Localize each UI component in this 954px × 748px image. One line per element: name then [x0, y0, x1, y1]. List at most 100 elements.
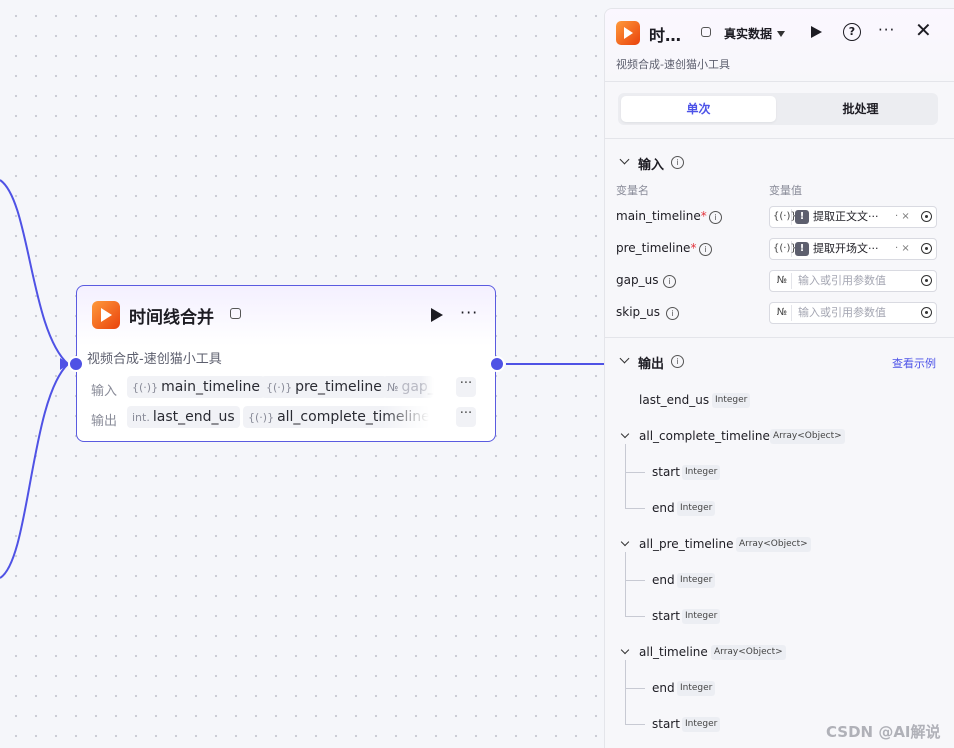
- data-mode-select[interactable]: 真实数据: [724, 27, 773, 41]
- panel-subtitle: 视频合成-速创猫小工具: [616, 58, 730, 71]
- chevron-down-icon[interactable]: [619, 154, 630, 165]
- tree-line: [625, 552, 626, 616]
- variable-picker-icon[interactable]: [921, 275, 932, 286]
- info-icon[interactable]: i: [671, 156, 684, 169]
- run-mode-tabs: 单次 批处理: [618, 93, 938, 125]
- watermark: CSDN @AI解说: [826, 723, 941, 741]
- type-tag: Array<Object>: [770, 429, 845, 444]
- workflow-node-card[interactable]: 时间线合并 ··· 视频合成-速创猫小工具 输入 {(·)}main_timel…: [76, 285, 496, 442]
- param-name: pre_timeline*: [616, 241, 697, 255]
- node-input-port[interactable]: [68, 356, 84, 372]
- chevron-down-icon[interactable]: [619, 353, 630, 364]
- column-header-value: 变量值: [769, 184, 802, 197]
- node-output-port[interactable]: [489, 356, 505, 372]
- type-tag: Array<Object>: [711, 645, 786, 660]
- clear-icon[interactable]: · ×: [895, 243, 910, 254]
- plugin-badge-icon: [230, 308, 241, 319]
- object-type-icon: {(·)}: [773, 209, 797, 225]
- node-subtitle: 视频合成-速创猫小工具: [87, 352, 222, 367]
- output-field-name: all_timeline: [639, 645, 708, 659]
- node-output-label: 输出: [91, 414, 118, 429]
- param-value-field[interactable]: {(·)} ! 提取正文文··· · ×: [769, 206, 937, 228]
- view-example-link[interactable]: 查看示例: [892, 357, 936, 370]
- param-value-field[interactable]: № 输入或引用参数值: [769, 302, 937, 324]
- output-field-name: all_complete_timeline: [639, 429, 770, 443]
- close-icon[interactable]: ✕: [915, 18, 932, 42]
- variable-picker-icon[interactable]: [921, 307, 932, 318]
- plugin-badge-icon: [701, 27, 711, 37]
- node-input-label: 输入: [91, 384, 118, 399]
- object-type-icon: {(·)}: [248, 411, 275, 424]
- type-tag: Array<Object>: [736, 537, 811, 552]
- incoming-edge-top[interactable]: [0, 179, 69, 365]
- info-icon[interactable]: i: [666, 307, 679, 320]
- number-type-icon: №: [773, 305, 792, 321]
- help-icon[interactable]: ?: [843, 23, 861, 41]
- info-icon[interactable]: i: [671, 355, 684, 368]
- panel-header: 时… 真实数据 ? ··· ✕ 视频合成-速创猫小工具: [605, 9, 954, 82]
- output-child-name: start: [652, 609, 680, 623]
- video-plugin-icon: [616, 21, 640, 45]
- type-tag: Integer: [682, 465, 721, 480]
- info-icon[interactable]: i: [709, 211, 722, 224]
- test-run-panel: 时… 真实数据 ? ··· ✕ 视频合成-速创猫小工具 单次 批处理 输入 i …: [604, 8, 954, 748]
- input-section-title: 输入: [638, 158, 665, 173]
- variable-picker-icon[interactable]: [921, 243, 932, 254]
- warning-icon: !: [795, 210, 809, 224]
- clear-icon[interactable]: · ×: [895, 211, 910, 222]
- column-header-name: 变量名: [616, 184, 649, 197]
- chevron-down-icon[interactable]: [620, 429, 630, 439]
- number-type-icon: №: [773, 273, 792, 289]
- output-field-name: all_pre_timeline: [639, 537, 734, 551]
- node-outputs-more-button[interactable]: ···: [456, 407, 476, 427]
- tree-branch: [625, 472, 645, 473]
- output-child-name: start: [652, 465, 680, 479]
- node-output-chip: {(·)}all_complete_timeline: [243, 406, 429, 428]
- output-field-name: last_end_us: [639, 393, 710, 407]
- output-child-name: end: [652, 501, 675, 515]
- param-name: skip_us: [616, 305, 661, 319]
- output-child-name: start: [652, 717, 680, 731]
- number-type-icon: №: [387, 381, 399, 394]
- more-button[interactable]: ···: [878, 21, 896, 39]
- incoming-edge-bottom[interactable]: [0, 363, 69, 579]
- node-input-chip: {(·)}pre_timeline: [261, 376, 387, 398]
- node-input-chip: {(·)}main_timeline: [127, 376, 265, 398]
- warning-icon: !: [795, 242, 809, 256]
- integer-type-icon: int.: [132, 411, 150, 424]
- tree-branch: [625, 616, 645, 617]
- variable-picker-icon[interactable]: [921, 211, 932, 222]
- node-run-button[interactable]: [431, 308, 443, 322]
- chevron-down-icon[interactable]: [620, 537, 630, 547]
- info-icon[interactable]: i: [663, 275, 676, 288]
- node-inputs-more-button[interactable]: ···: [456, 377, 476, 397]
- tree-branch: [625, 508, 645, 509]
- type-tag: Integer: [682, 717, 721, 732]
- tree-branch: [625, 724, 645, 725]
- node-more-button[interactable]: ···: [460, 303, 479, 322]
- tab-batch[interactable]: 批处理: [842, 102, 879, 116]
- tree-branch: [625, 688, 645, 689]
- tab-single[interactable]: 单次: [621, 96, 776, 122]
- output-section-title: 输出: [638, 357, 665, 372]
- chevron-down-icon[interactable]: [620, 645, 630, 655]
- type-tag: Integer: [677, 573, 716, 588]
- tree-line: [625, 444, 626, 508]
- info-icon[interactable]: i: [699, 243, 712, 256]
- node-title: 时间线合并: [129, 308, 214, 328]
- object-type-icon: {(·)}: [773, 241, 797, 257]
- object-type-icon: {(·)}: [266, 381, 293, 394]
- param-name: gap_us: [616, 273, 659, 287]
- node-output-chip: int.last_end_us: [127, 406, 240, 428]
- output-child-name: end: [652, 681, 675, 695]
- divider: [605, 337, 954, 338]
- param-value-field[interactable]: {(·)} ! 提取开场文··· · ×: [769, 238, 937, 260]
- tree-branch: [625, 580, 645, 581]
- run-button[interactable]: [811, 26, 822, 38]
- video-plugin-icon: [92, 301, 120, 329]
- param-value-field[interactable]: № 输入或引用参数值: [769, 270, 937, 292]
- caret-down-icon[interactable]: [777, 31, 785, 37]
- type-tag: Integer: [682, 609, 721, 624]
